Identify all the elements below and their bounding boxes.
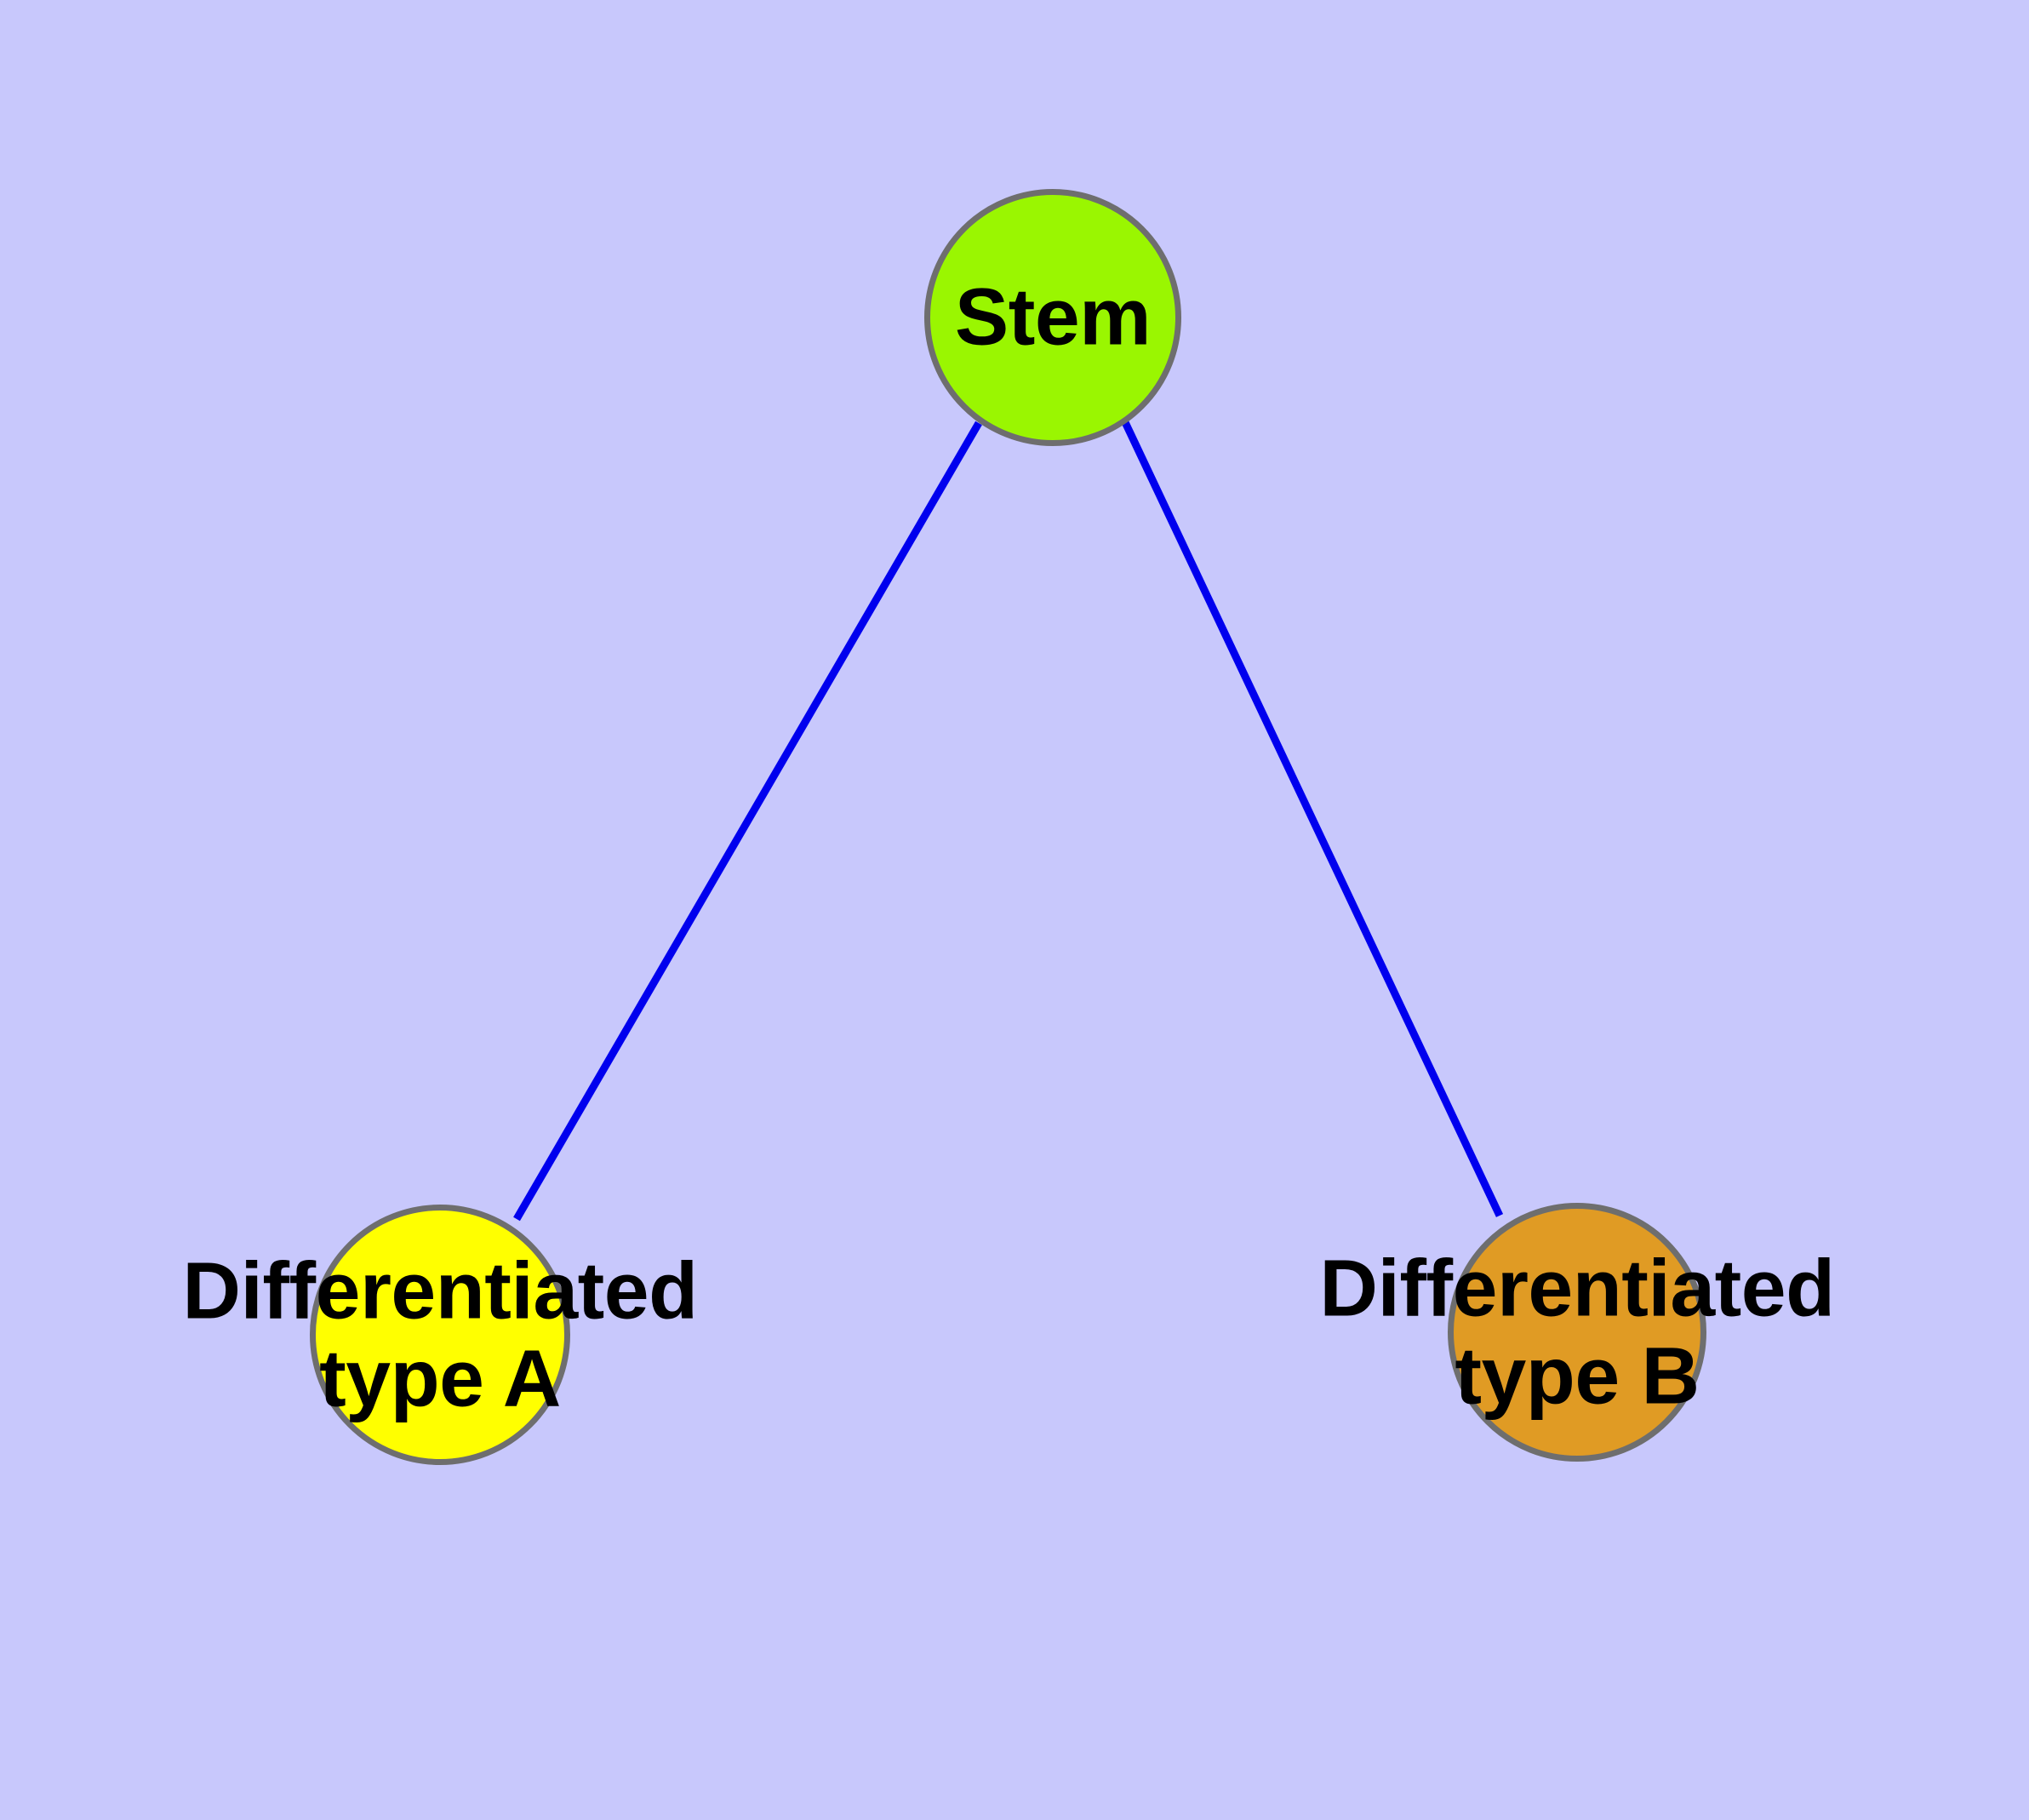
node-stem[interactable]: Stem: [924, 189, 1181, 446]
node-differentiated-type-a-label: Differentiated type A: [182, 1245, 698, 1423]
edge-stem-to-diff-b: [1121, 421, 1504, 1217]
edge-stem-to-diff-a: [513, 421, 982, 1222]
node-differentiated-type-b[interactable]: Differentiated type B: [1319, 1203, 1835, 1462]
node-stem-label: Stem: [954, 272, 1152, 363]
node-differentiated-type-a[interactable]: Differentiated type A: [182, 1205, 698, 1465]
node-differentiated-type-b-label: Differentiated type B: [1319, 1243, 1835, 1421]
